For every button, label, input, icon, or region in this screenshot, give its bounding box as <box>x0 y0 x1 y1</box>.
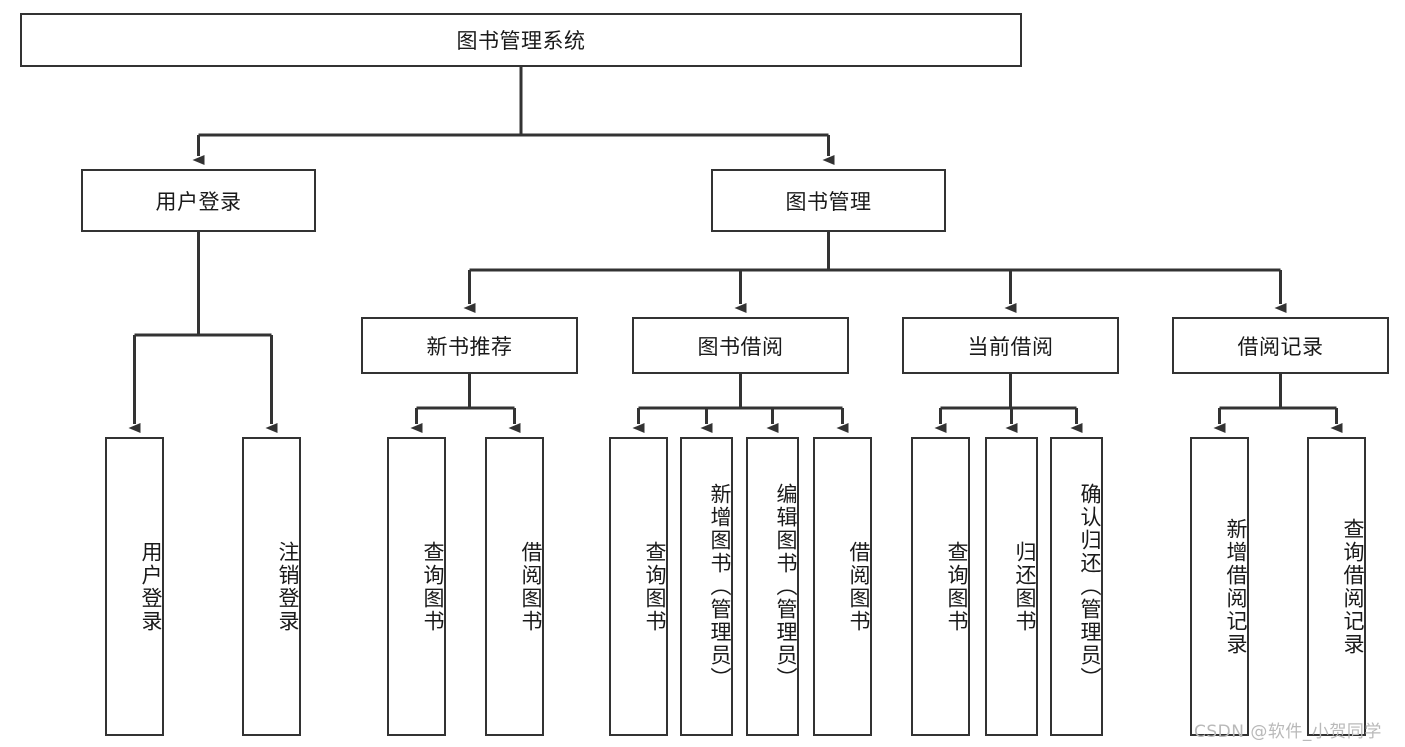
leaf-current-query-book-label: 查询图书 <box>945 540 969 633</box>
node-book-borrow[interactable]: 图书借阅 <box>632 317 849 374</box>
node-current-borrow-label: 当前借阅 <box>967 334 1054 359</box>
csdn-watermark: CSDN @软件_小贺同学 <box>1194 722 1382 742</box>
node-book-borrow-label: 图书借阅 <box>697 334 784 359</box>
leaf-current-return-book[interactable]: 归还图书 <box>985 437 1038 736</box>
leaf-record-add[interactable]: 新增借阅记录 <box>1190 437 1249 736</box>
leaf-borrow-add-book[interactable]: 新增图书（管理员） <box>680 437 733 736</box>
node-book-manage[interactable]: 图书管理 <box>711 169 946 232</box>
leaf-record-add-label: 新增借阅记录 <box>1224 517 1248 656</box>
node-borrow-record[interactable]: 借阅记录 <box>1172 317 1389 374</box>
leaf-borrow-edit-book[interactable]: 编辑图书（管理员） <box>746 437 799 736</box>
leaf-borrow-add-book-label: 新增图书（管理员） <box>708 483 732 690</box>
node-borrow-record-label: 借阅记录 <box>1237 334 1324 359</box>
leaf-borrow-borrow-book-label: 借阅图书 <box>847 540 871 633</box>
node-new-book-recommend-label: 新书推荐 <box>426 334 513 359</box>
leaf-record-query-label: 查询借阅记录 <box>1341 517 1365 656</box>
leaf-user-logout-label: 注销登录 <box>276 540 300 633</box>
leaf-current-confirm-return-label: 确认归还（管理员） <box>1078 483 1102 690</box>
leaf-borrow-borrow-book[interactable]: 借阅图书 <box>813 437 872 736</box>
node-user-login[interactable]: 用户登录 <box>81 169 316 232</box>
leaf-borrow-edit-book-label: 编辑图书（管理员） <box>774 483 798 690</box>
leaf-current-query-book[interactable]: 查询图书 <box>911 437 970 736</box>
leaf-current-confirm-return[interactable]: 确认归还（管理员） <box>1050 437 1103 736</box>
leaf-borrow-query-book[interactable]: 查询图书 <box>609 437 668 736</box>
leaf-recommend-query-book-label: 查询图书 <box>421 540 445 633</box>
node-root[interactable]: 图书管理系统 <box>20 13 1022 67</box>
leaf-user-logout[interactable]: 注销登录 <box>242 437 301 736</box>
node-current-borrow[interactable]: 当前借阅 <box>902 317 1119 374</box>
leaf-user-login-label: 用户登录 <box>139 540 163 633</box>
leaf-recommend-borrow-book-label: 借阅图书 <box>519 540 543 633</box>
leaf-recommend-borrow-book[interactable]: 借阅图书 <box>485 437 544 736</box>
connector-lines <box>128 67 1343 433</box>
node-root-label: 图书管理系统 <box>456 29 586 53</box>
leaf-recommend-query-book[interactable]: 查询图书 <box>387 437 446 736</box>
node-user-login-label: 用户登录 <box>155 189 242 214</box>
leaf-borrow-query-book-label: 查询图书 <box>643 540 667 633</box>
leaf-user-login[interactable]: 用户登录 <box>105 437 164 736</box>
leaf-current-return-book-label: 归还图书 <box>1013 540 1037 633</box>
node-new-book-recommend[interactable]: 新书推荐 <box>361 317 578 374</box>
node-book-manage-label: 图书管理 <box>785 189 872 214</box>
leaf-record-query[interactable]: 查询借阅记录 <box>1307 437 1366 736</box>
